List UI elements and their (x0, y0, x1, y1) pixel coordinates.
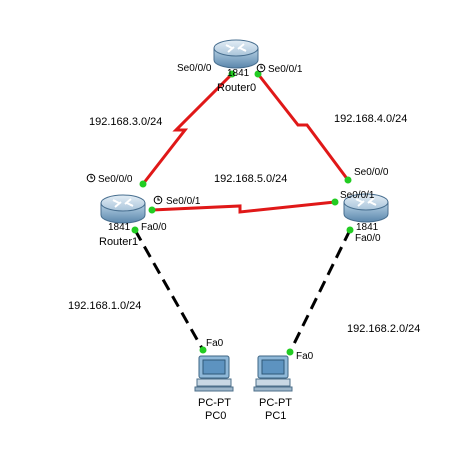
network-label-r2-pc1: 192.168.2.0/24 (347, 323, 420, 335)
network-label-r0-r2: 192.168.4.0/24 (334, 113, 407, 125)
pc0[interactable]: PC-PT PC0 (194, 355, 234, 422)
network-label-r1-pc0: 192.168.1.0/24 (68, 300, 141, 312)
serial-link-router0-router1[interactable] (141, 72, 234, 185)
port-status-r1-se000 (139, 180, 147, 188)
port-status-r2-se000 (344, 176, 352, 184)
port-status-r0-se000 (228, 70, 236, 78)
router1[interactable]: 1841 Router1 (99, 194, 146, 248)
clock-icon (256, 63, 266, 73)
pc0-name: PC0 (205, 410, 226, 422)
router0[interactable]: 1841 Router0 (213, 39, 259, 94)
iface-label-r1-se000: Se0/0/0 (98, 174, 133, 185)
port-status-r2-fa00 (346, 226, 354, 234)
port-status-r0-se001 (254, 70, 262, 78)
port-status-r1-fa00 (131, 226, 139, 234)
port-status-r1-se001 (148, 206, 156, 214)
router1-name: Router1 (99, 236, 138, 248)
router0-model: 1841 (227, 68, 250, 79)
iface-label-pc0-fa0: Fa0 (206, 338, 224, 349)
clock-icon (153, 195, 163, 205)
iface-label-r0-se000: Se0/0/0 (177, 63, 212, 74)
serial-link-router1-router2[interactable] (151, 200, 336, 214)
serial-link-router0-router2[interactable] (256, 73, 350, 181)
pc-icon (194, 355, 234, 392)
iface-label-r0-se001: Se0/0/1 (268, 64, 303, 75)
network-label-r1-r2: 192.168.5.0/24 (214, 173, 287, 185)
router2-model: 1841 (356, 222, 379, 233)
router0-name: Router0 (217, 82, 256, 94)
iface-label-r2-fa00: Fa0/0 (355, 233, 381, 244)
router1-model: 1841 (108, 222, 131, 233)
pc1-model: PC-PT (259, 397, 292, 409)
iface-label-r2-se001: Se0/0/1 (340, 190, 375, 201)
pc0-model: PC-PT (198, 397, 231, 409)
router-icon (213, 39, 259, 69)
clock-icon (86, 173, 96, 183)
network-label-r0-r1: 192.168.3.0/24 (89, 116, 162, 128)
iface-label-r1-se001: Se0/0/1 (166, 196, 201, 207)
router-icon (100, 194, 146, 224)
iface-label-r1-fa00: Fa0/0 (141, 222, 167, 233)
iface-label-r2-se000: Se0/0/0 (354, 167, 389, 178)
port-status-pc1-fa0 (286, 348, 294, 356)
ethernet-link-router2-pc1[interactable] (288, 229, 352, 353)
router2[interactable]: 1841 (343, 193, 389, 233)
pc-icon (253, 355, 293, 392)
iface-label-pc1-fa0: Fa0 (296, 351, 314, 362)
pc1[interactable]: PC-PT PC1 (253, 355, 293, 422)
pc1-name: PC1 (265, 410, 286, 422)
ethernet-link-router1-pc0[interactable] (133, 229, 205, 351)
port-status-r2-se001 (331, 198, 339, 206)
port-status-pc0-fa0 (199, 346, 207, 354)
